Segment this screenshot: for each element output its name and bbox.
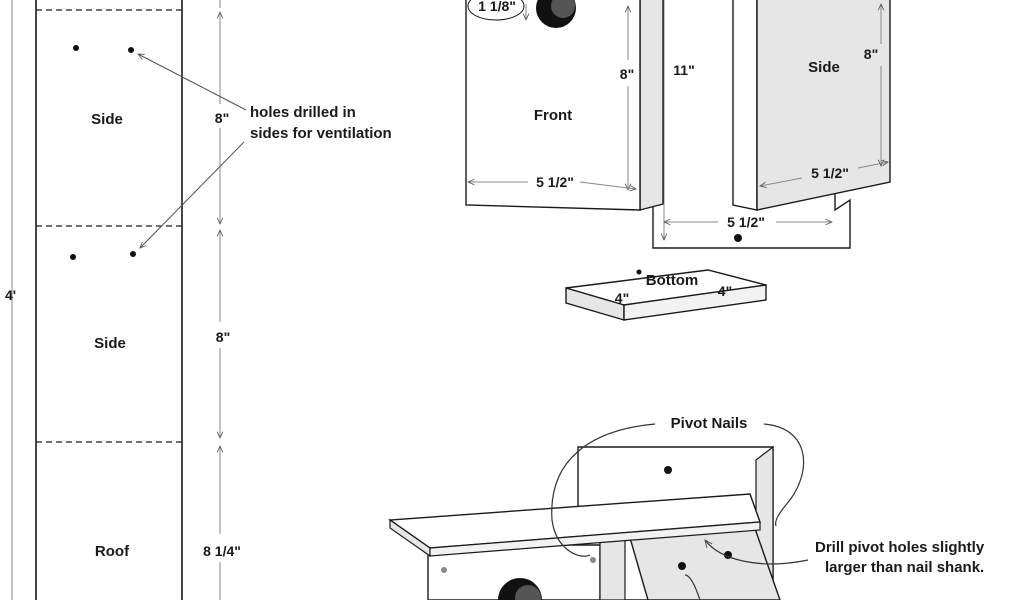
side-height-label: 8"	[864, 46, 878, 62]
assembled-roof-front	[429, 521, 761, 557]
vent-hole	[441, 567, 447, 573]
bottom-label: Bottom	[646, 272, 699, 289]
board	[35, 0, 183, 605]
pivot-leader	[551, 423, 656, 557]
hole-size-label: 1 1/8"	[478, 0, 516, 14]
back-nail-hole	[664, 466, 672, 474]
side-length-label: 8"	[215, 110, 229, 126]
ventilation-note-line1: holes drilled in	[250, 104, 356, 121]
drill-note-line1: Drill pivot holes slightly	[815, 539, 985, 556]
ventilation-hole	[130, 251, 136, 257]
board-cut-list: 4' Side Side Roof 8" 8" 8 1/4" holes dri…	[5, 0, 392, 605]
pivot-nails-label: Pivot Nails	[671, 415, 748, 432]
side-panel-edge	[732, 0, 758, 211]
hole-size-callout	[467, 0, 525, 21]
ventilation-hole	[70, 254, 76, 260]
overall-length-label: 4'	[5, 287, 16, 303]
drill-note-line2: larger than nail shank.	[825, 559, 984, 576]
ventilation-hole	[73, 45, 79, 51]
vent-hole	[590, 557, 596, 563]
side-panel: Side 8" 5 1/2"	[732, 0, 891, 211]
ventilation-leader	[140, 141, 245, 248]
dimension-line	[857, 162, 888, 169]
pivot-nail-hole	[678, 562, 686, 570]
bottom-width-label: 4"	[615, 290, 629, 306]
side-panel-face	[756, 0, 891, 211]
front-width-label: 5 1/2"	[536, 174, 574, 190]
drain-hole	[636, 269, 642, 275]
ventilation-hole	[128, 47, 134, 53]
piece-label-side: Side	[94, 335, 126, 352]
drill-leader	[684, 574, 701, 601]
entrance-hole-inner	[551, 0, 575, 18]
drain-hole	[734, 234, 742, 242]
drill-leader	[705, 540, 809, 565]
piece-label-roof: Roof	[95, 543, 130, 560]
roof-length-label: 8 1/4"	[203, 543, 241, 559]
front-height-label: 8"	[620, 66, 634, 82]
front-label: Front	[534, 107, 572, 124]
bottom-panel: Bottom 4" 4"	[565, 269, 767, 321]
side-length-label: 8"	[216, 329, 230, 345]
side-width-label: 5 1/2"	[811, 165, 849, 181]
pivot-leader	[763, 423, 805, 527]
front-panel-face	[465, 0, 641, 211]
dimension-line	[579, 181, 636, 189]
back-height-label: 11"	[673, 62, 694, 78]
front-panel: 1 1/8" Front 8" 5 1/2"	[465, 0, 664, 211]
bottom-panel-front	[623, 284, 767, 321]
side-label: Side	[808, 59, 840, 76]
dimension-line	[760, 177, 803, 186]
ventilation-note-line2: sides for ventilation	[250, 125, 392, 142]
bottom-depth-label: 4"	[718, 283, 732, 299]
back-width-label: 5 1/2"	[727, 214, 765, 230]
front-panel-edge	[639, 0, 664, 211]
ventilation-leader	[138, 54, 247, 111]
piece-label-side: Side	[91, 111, 123, 128]
assembled-birdhouse: Pivot Nails Drill pivot holes slightly l…	[387, 415, 985, 605]
